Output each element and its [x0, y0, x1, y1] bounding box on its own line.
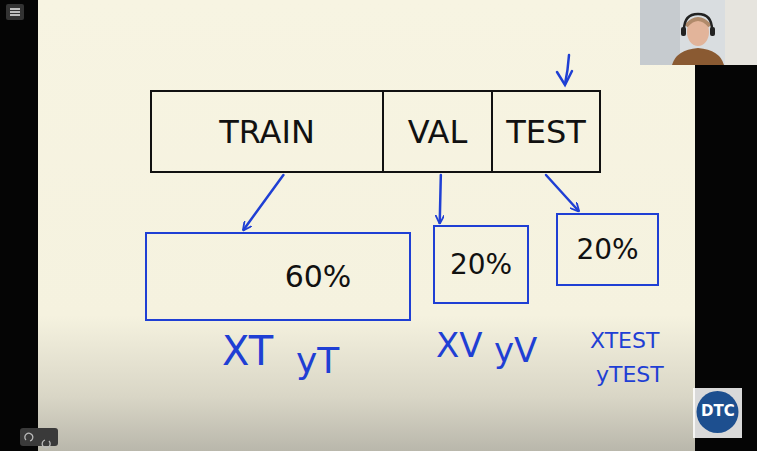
split-arrow: [546, 175, 579, 211]
logo-tile: [693, 388, 742, 438]
variable-label: XV: [436, 325, 483, 365]
logo-text: DTC: [701, 402, 735, 420]
split-arrow: [243, 175, 283, 230]
menu-icon: [10, 9, 20, 15]
share-box: 20%: [433, 225, 529, 304]
variable-label: yV: [494, 330, 537, 370]
share-box: 60%: [145, 232, 411, 321]
undo-redo-icons: [25, 433, 50, 448]
undo-redo-bar: [20, 428, 58, 446]
split-cell: VAL: [382, 90, 493, 173]
node-text: VAL: [408, 113, 468, 151]
variable-label: XT: [222, 328, 273, 374]
node-text: 60%: [285, 259, 352, 294]
menu-button: [6, 4, 24, 20]
webcam-thumbnail: [640, 0, 757, 65]
logo-circle: [697, 391, 739, 433]
node-text: TRAIN: [219, 113, 315, 151]
variable-label: XTEST: [590, 328, 659, 353]
split-cell: TRAIN: [150, 90, 384, 173]
variable-label: yTEST: [596, 362, 664, 387]
node-text: 20%: [450, 248, 512, 281]
pointer-arrow: [557, 55, 572, 85]
variable-label: yT: [296, 340, 339, 381]
split-cell: TEST: [491, 90, 601, 173]
node-text: TEST: [506, 113, 586, 151]
node-text: 20%: [576, 233, 638, 266]
split-arrow: [440, 175, 441, 223]
share-box: 20%: [556, 213, 659, 286]
